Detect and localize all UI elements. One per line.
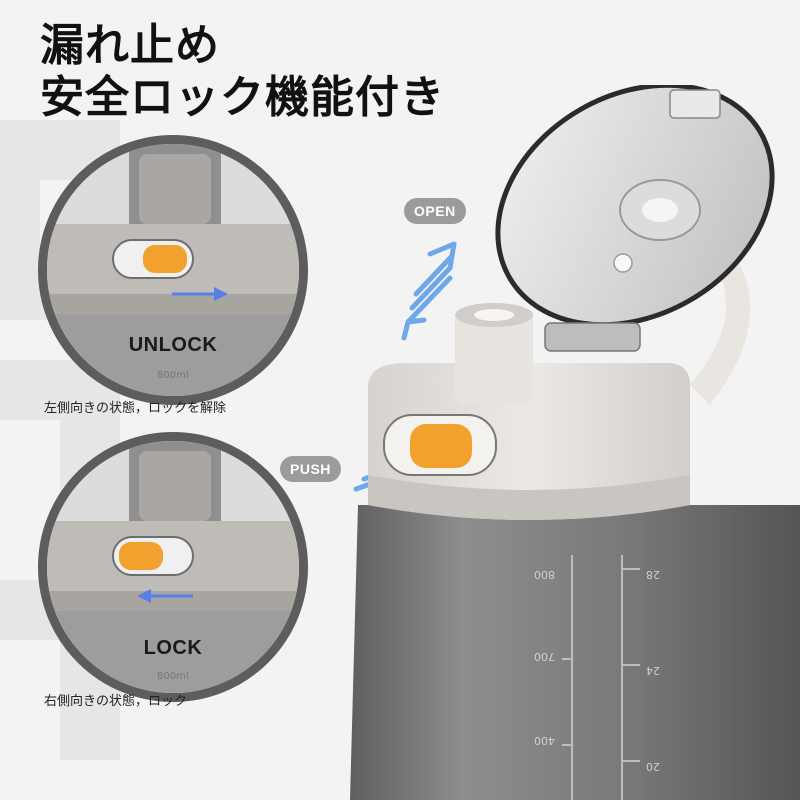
- lock-arrow-icon: [137, 589, 193, 603]
- oz-mark-24: 24: [646, 664, 660, 677]
- oz-mark-28: 28: [646, 568, 660, 581]
- oz-mark-20: 20: [646, 760, 660, 773]
- unlock-caption: 左側向きの状態，ロックを解除: [44, 401, 227, 416]
- lock-detail-circle: LOCK 800ml: [38, 432, 308, 702]
- unlock-cap-illustration: [47, 144, 299, 396]
- title-line-2: 安全ロック機能付き: [40, 72, 445, 123]
- unlock-arrow-icon: [172, 287, 228, 301]
- lock-cap-illustration: [47, 441, 299, 693]
- lock-caption: 右側向きの状態，ロック: [44, 694, 188, 709]
- unlock-detail-circle: UNLOCK 800ml: [38, 135, 308, 405]
- bottle-illustration: [350, 85, 800, 800]
- lock-volume-mark: 800ml: [157, 671, 189, 682]
- ml-mark-800: 800: [534, 568, 555, 581]
- page-title: 漏れ止め 安全ロック機能付き: [40, 20, 445, 124]
- open-arrow-icon: [401, 241, 457, 341]
- open-badge: OPEN: [404, 198, 466, 224]
- title-line-1: 漏れ止め: [40, 20, 220, 71]
- ml-mark-700: 700: [534, 650, 555, 663]
- ml-mark-400: 400: [534, 734, 555, 747]
- unlock-label: UNLOCK: [128, 334, 218, 356]
- push-badge: PUSH: [280, 456, 341, 482]
- unlock-volume-mark: 800ml: [157, 370, 189, 381]
- lock-label: LOCK: [143, 637, 203, 659]
